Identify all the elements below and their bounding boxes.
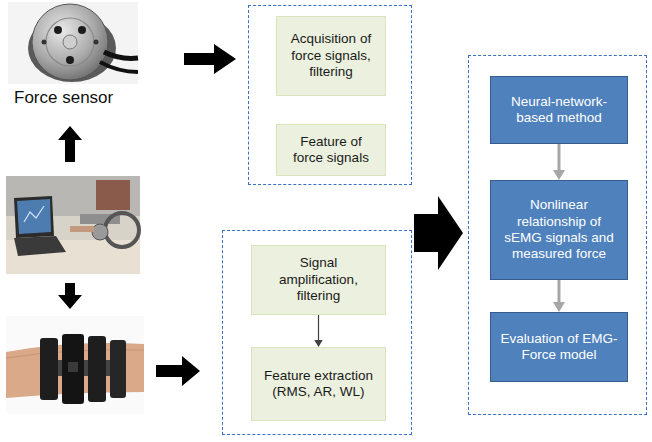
box-text: Signal amplification, filtering [260,255,377,304]
process-box: Nonlinear relationship of sEMG signals a… [490,180,628,280]
box-text: Evaluation of EMG-Force model [499,331,619,364]
connector-line [558,280,561,304]
dashed-group: Acquisition of force signals, filteringF… [248,5,412,185]
arrow-head [553,170,565,180]
setup-photo [6,176,140,274]
photo-caption: Force sensor [14,88,113,108]
box-text: Neural-network-based method [499,94,619,127]
force-sensor-photo [8,2,138,84]
connector-arrow [314,315,322,347]
process-box: Acquisition of force signals, filtering [276,16,386,96]
box-text: Acquisition of force signals, filtering [285,31,377,80]
box-text: Feature extraction (RMS, AR, WL) [260,368,377,401]
block-arrow [184,44,236,74]
arrow-head [314,340,322,347]
process-box: Evaluation of EMG-Force model [490,312,628,382]
dashed-group: Neural-network-based methodNonlinear rel… [468,55,647,415]
block-arrow [156,356,200,386]
armband-photo [6,316,144,414]
arrow-head [553,302,565,312]
process-box: Neural-network-based method [490,76,628,144]
process-box: Feature of force signals [276,124,386,176]
connector-line [558,144,561,172]
block-arrow [414,196,463,270]
dashed-group: Signal amplification, filteringFeature e… [222,230,412,435]
connector-line [318,315,319,341]
block-arrow [58,283,82,309]
connector-arrow [553,144,565,180]
connector-arrow [553,280,565,312]
block-arrow [58,126,82,162]
box-text: Feature of force signals [285,134,377,167]
box-text: Nonlinear relationship of sEMG signals a… [499,197,619,263]
process-box: Signal amplification, filtering [251,245,386,315]
process-box: Feature extraction (RMS, AR, WL) [251,347,386,421]
